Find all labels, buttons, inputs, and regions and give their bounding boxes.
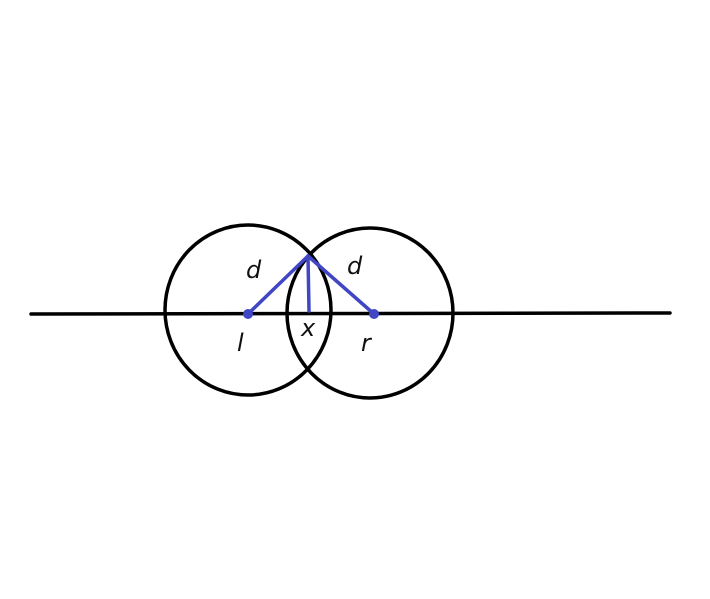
number-line xyxy=(29,311,672,316)
left-circle xyxy=(163,223,333,397)
right-radius-segment xyxy=(306,254,376,316)
right-circle xyxy=(285,226,455,400)
intersection-foot-label: x xyxy=(300,314,316,342)
right-center-point xyxy=(369,309,379,319)
left-distance-label: d xyxy=(246,256,262,284)
left-point-label: l xyxy=(237,329,244,357)
left-radius-segment xyxy=(246,254,310,316)
perpendicular-segment xyxy=(306,254,311,313)
right-point-label: r xyxy=(361,329,373,357)
right-distance-label: d xyxy=(347,252,363,280)
left-center-point xyxy=(243,309,253,319)
